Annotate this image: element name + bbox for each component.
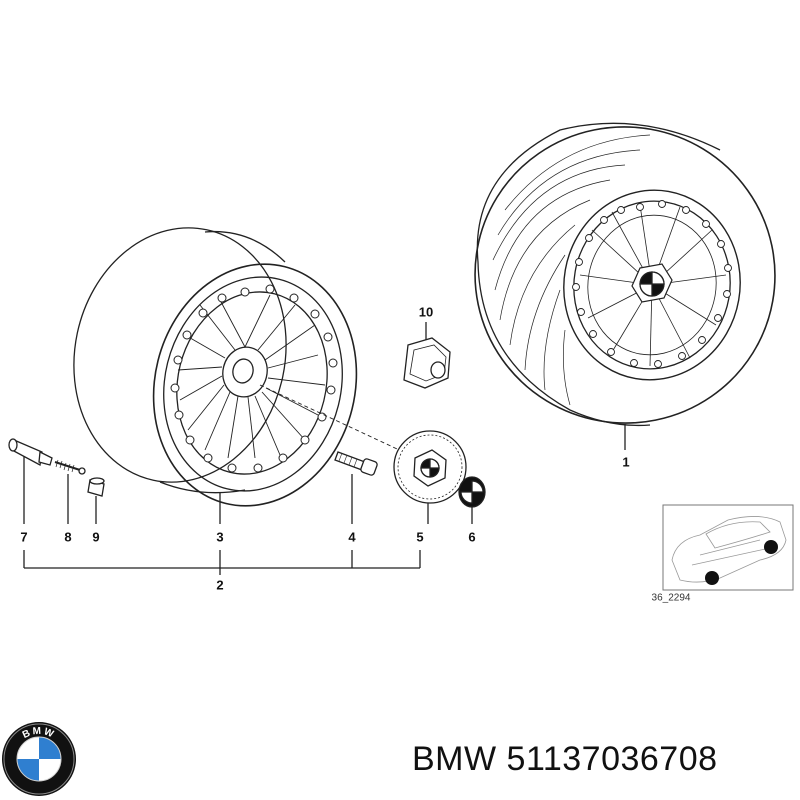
bmw-logo-letters: BMW xyxy=(21,726,55,741)
callout-10: 10 xyxy=(418,304,434,320)
emblem-drawing xyxy=(458,476,486,524)
callout-2: 2 xyxy=(216,577,224,593)
wheel-bolt-drawing xyxy=(334,451,378,524)
caption-part-number: 51137036708 xyxy=(506,740,718,778)
valve-insert-drawing xyxy=(54,459,86,524)
diagram-reference-code: 36_2294 xyxy=(651,592,691,604)
svg-text:BMW: BMW xyxy=(21,726,57,741)
hex-nut-drawing xyxy=(403,322,451,389)
part-caption: BMW 51137036708 xyxy=(412,740,718,779)
callout-9: 9 xyxy=(92,529,100,545)
callout-1: 1 xyxy=(622,454,630,470)
wheel-tyre-drawing xyxy=(474,122,776,427)
callout-8: 8 xyxy=(64,529,72,545)
callout-5: 5 xyxy=(416,529,424,545)
bmw-logo-icon: BMW xyxy=(2,722,76,796)
car-locator-inset xyxy=(662,504,794,591)
valve-stem-drawing xyxy=(8,438,53,524)
caption-brand: BMW xyxy=(412,740,497,778)
center-cap-drawing xyxy=(393,430,467,504)
rim-drawing xyxy=(73,227,358,507)
callout-4: 4 xyxy=(348,529,356,545)
callout-3: 3 xyxy=(216,529,224,545)
callout-7: 7 xyxy=(20,529,28,545)
callout-6: 6 xyxy=(468,529,476,545)
valve-cap-drawing xyxy=(87,477,105,524)
assembly-bracket xyxy=(23,550,421,575)
